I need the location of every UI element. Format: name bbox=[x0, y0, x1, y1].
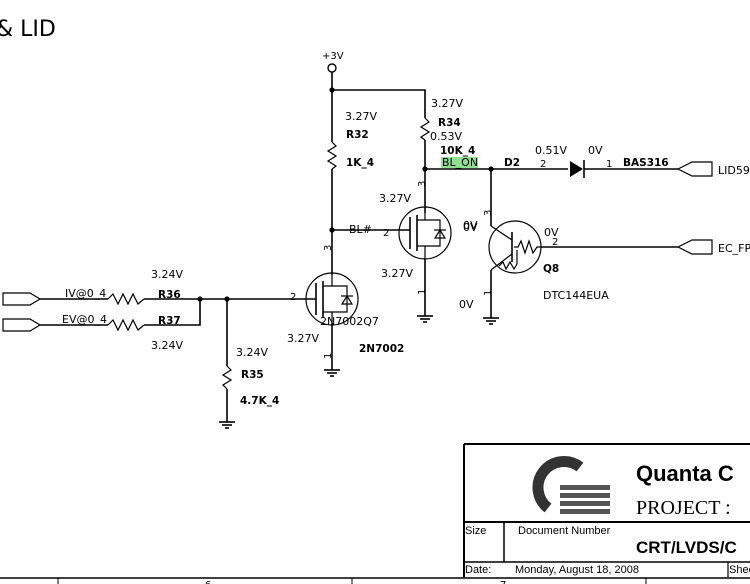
title-block bbox=[463, 443, 750, 577]
port-lid-label: LID59 bbox=[718, 164, 750, 177]
q8-ref: Q8 bbox=[543, 263, 559, 275]
mosfet-bl-body bbox=[425, 219, 441, 247]
zone-6-label: 6 bbox=[205, 580, 211, 584]
q8-emitter-pin: 1 bbox=[483, 290, 494, 296]
doc-number-label: Document Number bbox=[518, 525, 611, 537]
qbl-source-voltage: 3.27V bbox=[381, 267, 413, 280]
qbl-gate-pin: 2 bbox=[383, 228, 389, 239]
power-rail-terminal bbox=[327, 63, 337, 73]
port-ec bbox=[676, 239, 713, 255]
q8-base-pin: 2 bbox=[552, 237, 558, 248]
q8-collector-voltage: 0V bbox=[463, 221, 478, 234]
r36-value: IV@0_4 bbox=[65, 287, 106, 300]
net-bl-n: BL# bbox=[349, 223, 372, 236]
qbl-right-voltage: 0V bbox=[463, 219, 478, 232]
date-label: Date: bbox=[465, 564, 491, 576]
r34-ref: R34 bbox=[438, 117, 461, 129]
d2-cathode-pin: 1 bbox=[606, 159, 612, 170]
d2-ref: D2 bbox=[504, 157, 520, 169]
qbl-gate-voltage: 3.27V bbox=[379, 192, 411, 205]
doc-number: CRT/LVDS/C bbox=[636, 538, 737, 557]
q8-emitter-voltage: 0V bbox=[459, 298, 474, 311]
q7-ref: 2N7002Q7 bbox=[320, 315, 379, 328]
qbl-source-pin: 1 bbox=[417, 289, 428, 295]
resistor-r36 bbox=[107, 292, 145, 306]
q7-voltage: 3.27V bbox=[287, 332, 319, 345]
date-value: Monday, August 18, 2008 bbox=[515, 564, 639, 576]
d2-part: BAS316 bbox=[623, 157, 669, 169]
ground-symbol bbox=[417, 315, 433, 323]
r36-voltage: 3.24V bbox=[151, 268, 183, 281]
port-lid bbox=[676, 161, 713, 177]
wire bbox=[332, 89, 426, 118]
r32-voltage: 3.27V bbox=[345, 110, 377, 123]
port-ec-label: EC_FP bbox=[718, 242, 750, 255]
port-input-2 bbox=[2, 318, 42, 332]
port-input-1 bbox=[2, 292, 42, 306]
r35-value: 4.7K_4 bbox=[240, 395, 279, 407]
resistor-r37 bbox=[107, 318, 145, 332]
ground-symbol bbox=[219, 421, 235, 429]
power-rail-label: +3V bbox=[322, 51, 344, 62]
page-title: & LID bbox=[0, 17, 56, 42]
diode-d2 bbox=[570, 161, 583, 177]
net-bl-on: BL_ON bbox=[442, 156, 478, 169]
wire bbox=[144, 299, 201, 326]
project-label: PROJECT : bbox=[636, 497, 731, 519]
zone-7-label: 7 bbox=[500, 580, 506, 584]
d2-anode-pin: 2 bbox=[540, 159, 546, 170]
ground-symbol bbox=[483, 317, 499, 325]
bl-on-highlight bbox=[441, 157, 478, 168]
q8-part: DTC144EUA bbox=[543, 289, 609, 302]
size-label: Size bbox=[465, 525, 486, 537]
resistor-r35 bbox=[221, 365, 233, 390]
mosfet-q7-body bbox=[332, 285, 348, 313]
resistor-r34 bbox=[419, 117, 431, 141]
r34-voltage-bottom: 0.53V bbox=[430, 130, 462, 143]
r34-voltage-top: 3.27V bbox=[431, 97, 463, 110]
r32-value: 1K_4 bbox=[346, 157, 374, 169]
q7-gate-pin: 2 bbox=[290, 292, 296, 303]
d2-anode-voltage: 0.51V bbox=[535, 144, 567, 157]
r35-voltage: 3.24V bbox=[236, 346, 268, 359]
q8-base-voltage: 0V bbox=[544, 226, 559, 239]
sheet-label: Shee bbox=[729, 564, 750, 576]
qbl-drain-pin: 3 bbox=[417, 181, 428, 187]
resistor-r32 bbox=[326, 141, 338, 170]
q8-emitter-lead bbox=[490, 253, 513, 271]
r37-ref: R37 bbox=[158, 315, 181, 327]
q7-source-pin: 1 bbox=[323, 353, 334, 359]
r35-ref: R35 bbox=[241, 369, 264, 381]
q8-base-resistor bbox=[514, 239, 541, 255]
q8-collector-lead bbox=[490, 225, 513, 241]
q8-bias-resistor bbox=[498, 250, 518, 271]
r36-ref: R36 bbox=[158, 289, 181, 301]
q7-part: 2N7002 bbox=[359, 343, 404, 355]
r34-value: 10K_4 bbox=[440, 145, 475, 157]
r37-voltage: 3.24V bbox=[151, 339, 183, 352]
r37-value: EV@0_4 bbox=[62, 313, 107, 326]
r32-ref: R32 bbox=[346, 129, 369, 141]
d2-cathode-voltage: 0V bbox=[588, 144, 603, 157]
q7-drain-pin: 3 bbox=[323, 245, 334, 251]
quanta-logo-icon bbox=[532, 456, 610, 514]
mosfet-bl-source-lead bbox=[417, 245, 426, 259]
mosfet-bl-diode bbox=[433, 228, 447, 239]
q8-collector-pin: 3 bbox=[483, 210, 494, 216]
mosfet-q7-drain-lead bbox=[323, 275, 333, 287]
mosfet-q7-diode bbox=[340, 294, 354, 305]
company-name: Quanta C bbox=[636, 461, 734, 486]
mosfet-bl-drain-lead bbox=[417, 213, 426, 221]
ground-symbol bbox=[324, 369, 340, 377]
